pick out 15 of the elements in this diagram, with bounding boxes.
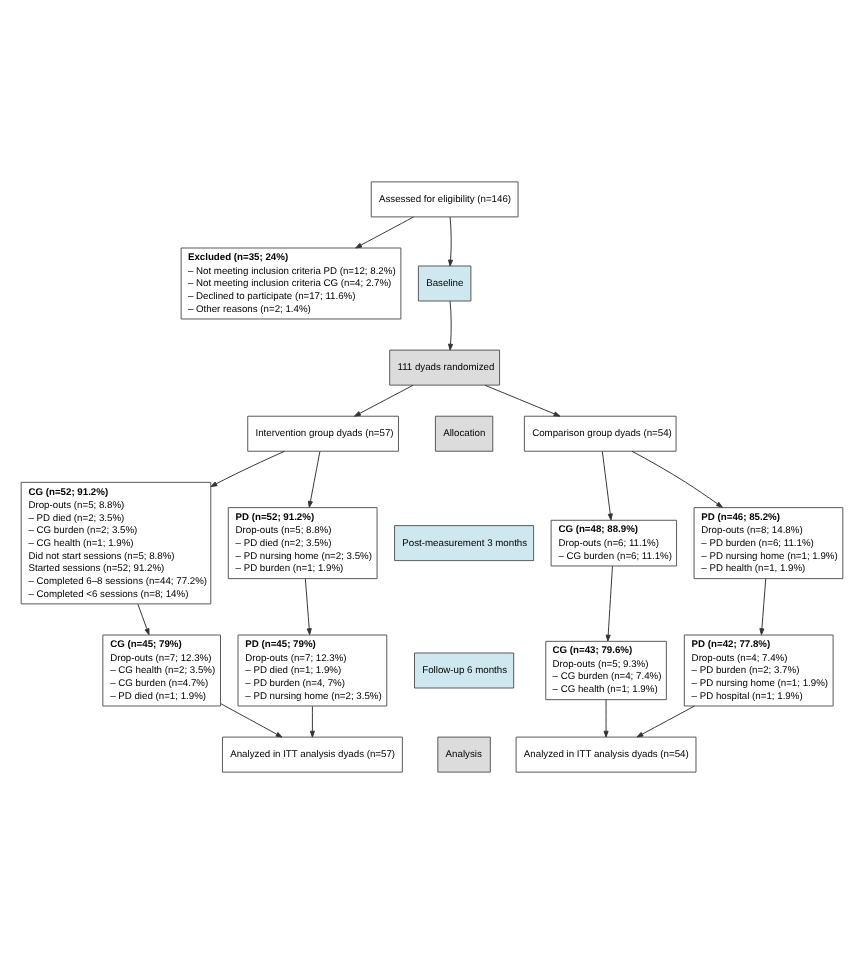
arrow [307, 451, 321, 508]
arrow [601, 451, 613, 521]
arrow [759, 578, 767, 636]
arrow [631, 450, 723, 508]
arrow [484, 384, 561, 417]
arrow [448, 300, 454, 351]
arrow [137, 603, 150, 636]
arrow [304, 578, 312, 636]
arrow [355, 216, 415, 249]
arrow [448, 216, 454, 267]
arrow [210, 450, 286, 488]
arrow [354, 384, 414, 417]
arrow [605, 565, 613, 642]
arrow [309, 705, 315, 738]
arrow [603, 699, 609, 738]
